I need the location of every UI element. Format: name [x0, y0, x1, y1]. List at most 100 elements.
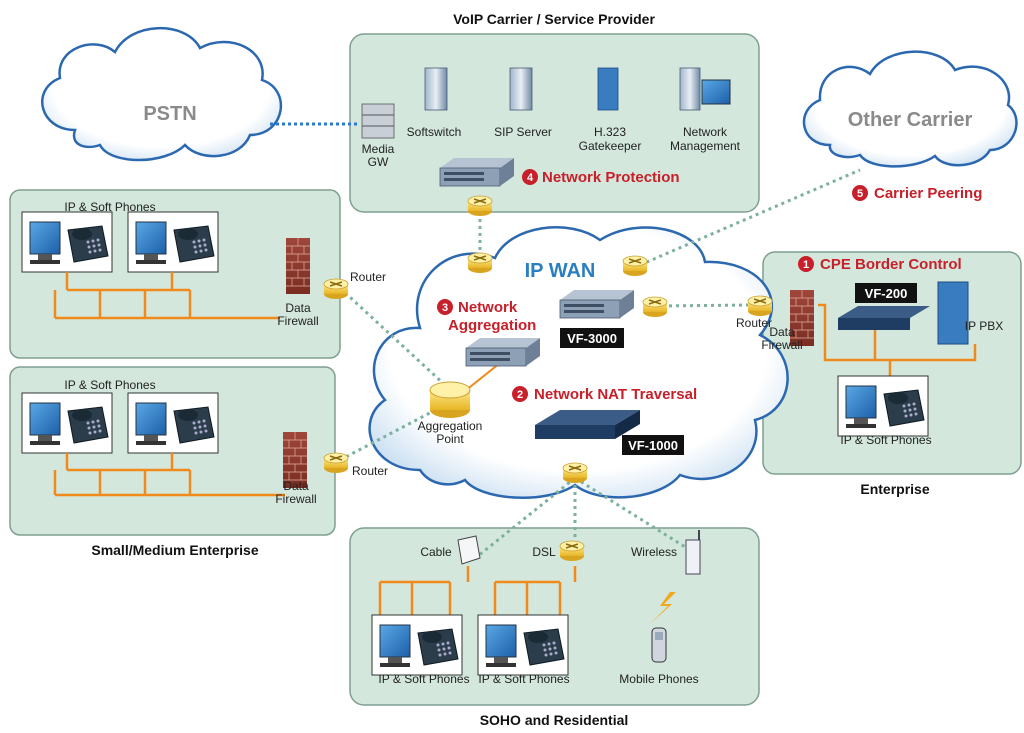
- soho-phone-pair-2: [477, 614, 569, 676]
- sme-top-firewall-label-2: Firewall: [277, 314, 318, 328]
- sip-server-label: SIP Server: [494, 125, 552, 139]
- sme-bottom-agg-link: [339, 403, 446, 462]
- vf3000-badge: VF-3000: [560, 328, 624, 348]
- callout-carrier-peering: 5 Carrier Peering: [852, 185, 982, 202]
- svg-text:4: 4: [527, 172, 534, 184]
- svg-text:VF-1000: VF-1000: [628, 438, 678, 453]
- mobile-phones-label: Mobile Phones: [619, 672, 698, 686]
- cpe-border-control-label: CPE Border Control: [820, 256, 962, 273]
- voip-carrier-title: VoIP Carrier / Service Provider: [453, 11, 655, 27]
- nat-traversal-label: Network NAT Traversal: [534, 386, 697, 403]
- other-carrier-cloud: Other Carrier: [802, 50, 1018, 168]
- network-protection-label: Network Protection: [542, 169, 680, 186]
- peering-link: [639, 168, 861, 267]
- sme-top-router-icon: [323, 278, 349, 300]
- sme-title: Small/Medium Enterprise: [91, 542, 258, 558]
- media-gw-label-1: Media: [362, 142, 395, 156]
- carrier-router-icon: [467, 195, 493, 217]
- sme-top-phones-label: IP & Soft Phones: [64, 200, 155, 214]
- soho-title: SOHO and Residential: [480, 712, 629, 728]
- soho-phone-pair-1: [371, 614, 463, 676]
- network-aggregation-label-2: Aggregation: [448, 317, 536, 334]
- pstn-label: PSTN: [143, 103, 196, 125]
- network-mgmt-label-2: Management: [670, 139, 741, 153]
- wireless-label: Wireless: [631, 545, 677, 559]
- enterprise-phone-pair: [837, 375, 929, 437]
- soho-ethernet: [378, 566, 577, 615]
- network-mgmt-label-1: Network: [683, 125, 728, 139]
- wan-router-top-left-icon: [467, 252, 493, 274]
- wireless-link: [574, 476, 691, 552]
- wan-router-right-icon: [642, 296, 668, 318]
- carrier-peering-label: Carrier Peering: [874, 185, 982, 202]
- aggregation-point-device: Aggregation Point: [418, 381, 482, 446]
- sme-top-agg-link: [338, 286, 447, 387]
- wan-router-bottom-icon: [562, 462, 588, 484]
- dsl-label: DSL: [532, 545, 556, 559]
- vf1000-appliance: [535, 410, 640, 439]
- sme-bottom-router-label: Router: [352, 464, 388, 478]
- sme-bottom-phone-pair-2: [127, 392, 219, 454]
- sme-top-phone-pair-2: [127, 211, 219, 273]
- sme-bottom-firewall-label-2: Firewall: [275, 492, 316, 506]
- enterprise-ethernet: [818, 303, 977, 376]
- enterprise-title: Enterprise: [860, 481, 929, 497]
- softswitch-label: Softswitch: [407, 125, 462, 139]
- ip-wan-cloud: IP WAN: [368, 226, 789, 499]
- enterprise-firewall-label-2: Firewall: [761, 338, 802, 352]
- wireless-ap-device: [685, 530, 701, 575]
- aggregation-appliance: [465, 337, 541, 367]
- sip-server-device: SIP Server: [494, 67, 552, 139]
- ip-pbx-label: IP PBX: [965, 319, 1003, 333]
- cable-modem-device: [457, 535, 481, 565]
- sme-top-firewall-label-1: Data: [285, 301, 311, 315]
- media-gw-label-2: GW: [368, 155, 389, 169]
- enterprise-router-label: Router: [736, 316, 772, 330]
- sme-top-firewall-icon: [285, 237, 311, 295]
- callout-network-protection: 4 Network Protection: [522, 169, 680, 186]
- h323-device: H.323 Gatekeeper: [579, 67, 642, 153]
- svg-text:VF-3000: VF-3000: [567, 331, 617, 346]
- enterprise-phones-label: IP & Soft Phones: [840, 433, 931, 447]
- ip-wan-label: IP WAN: [525, 260, 596, 282]
- vf3000-appliance: [559, 289, 635, 319]
- vf200-appliance: [838, 306, 930, 330]
- sme-top-group: IP & Soft Phones Data Firewall Router: [21, 200, 386, 328]
- dsl-router-icon: [559, 540, 585, 562]
- svg-text:3: 3: [442, 302, 448, 314]
- cable-link: [472, 476, 576, 562]
- callout-cpe-border-control: 1 CPE Border Control: [798, 256, 962, 273]
- media-gw-device: Media GW: [361, 103, 395, 169]
- h323-label-2: Gatekeeper: [579, 139, 642, 153]
- soho-group: Cable DSL Wireless Mobile Phones IP & So…: [371, 530, 701, 686]
- enterprise-wan-link: [654, 303, 753, 308]
- network-aggregation-label-1: Network: [458, 299, 518, 316]
- sme-bottom-group: IP & Soft Phones Data Firewall Router: [21, 378, 388, 506]
- wan-router-top-right-icon: [622, 255, 648, 277]
- sme-top-router-label: Router: [350, 270, 386, 284]
- pstn-cloud: PSTN: [41, 26, 283, 162]
- callout-nat-traversal: 2 Network NAT Traversal: [512, 386, 697, 403]
- sme-top-phone-pair-1: [21, 211, 113, 273]
- sme-bottom-router-icon: [323, 452, 349, 474]
- vf200-badge: VF-200: [855, 283, 917, 303]
- soho-phones-label-1: IP & Soft Phones: [378, 672, 469, 686]
- soho-phones-label-2: IP & Soft Phones: [478, 672, 569, 686]
- callout-network-aggregation: 3 Network Aggregation: [437, 299, 536, 334]
- other-carrier-label: Other Carrier: [848, 109, 973, 131]
- sme-bottom-phones-label: IP & Soft Phones: [64, 378, 155, 392]
- svg-text:VF-200: VF-200: [865, 286, 908, 301]
- ip-pbx-device: [937, 281, 969, 345]
- sme-bottom-phone-pair-1: [21, 392, 113, 454]
- cable-label: Cable: [420, 545, 452, 559]
- sme-bottom-firewall-label-1: Data: [283, 479, 309, 493]
- network-protection-appliance: [439, 157, 515, 187]
- mobile-phone-device: [651, 627, 667, 663]
- svg-text:2: 2: [517, 389, 523, 401]
- enterprise-router-icon: [747, 295, 773, 317]
- h323-label-1: H.323: [594, 125, 626, 139]
- vf1000-badge: VF-1000: [622, 435, 684, 455]
- enterprise-group: 1 CPE Border Control VF-200 IP PBX Data …: [736, 256, 1003, 447]
- sme-top-ethernet: [53, 272, 280, 320]
